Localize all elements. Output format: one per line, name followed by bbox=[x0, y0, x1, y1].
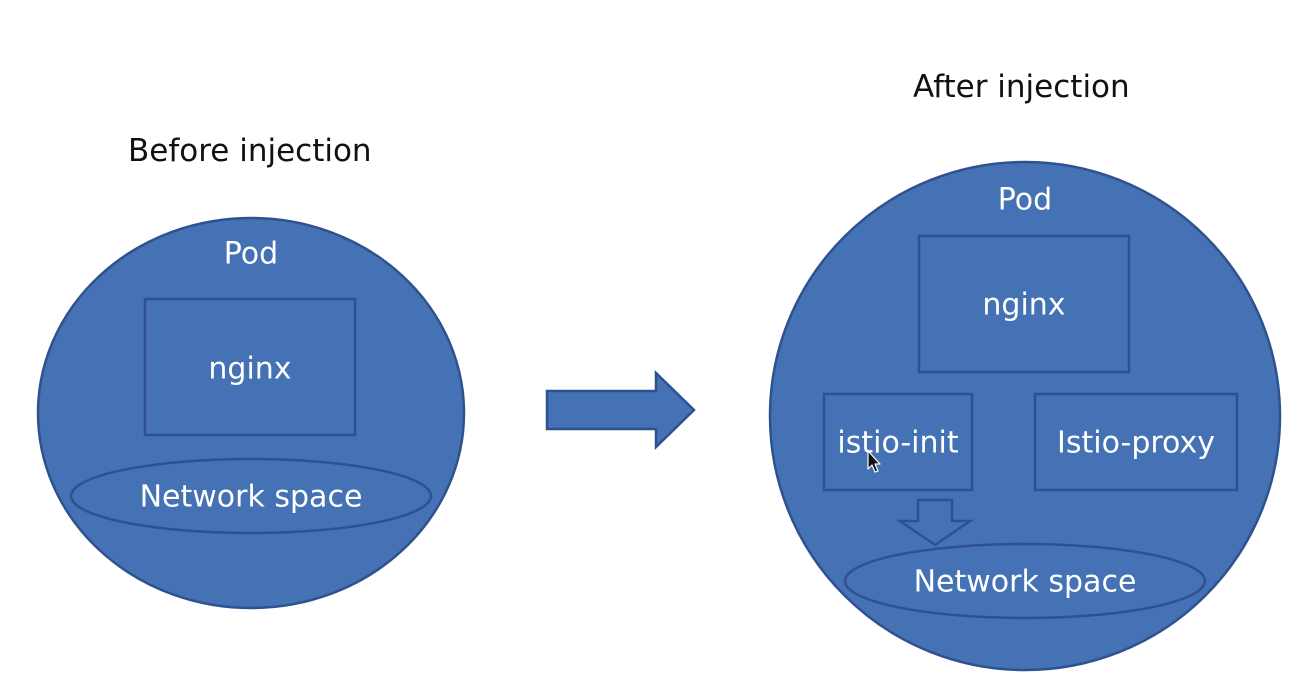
right-arrow-icon bbox=[545, 370, 696, 450]
istio-proxy-container bbox=[1033, 392, 1239, 492]
after-nginx-label: nginx bbox=[982, 288, 1065, 323]
down-arrow-icon bbox=[895, 498, 975, 547]
after-injection-heading: After injection bbox=[913, 69, 1130, 105]
before-pod-label: Pod bbox=[224, 237, 278, 272]
after-network-space-ellipse bbox=[843, 542, 1207, 620]
after-pod-circle bbox=[768, 160, 1282, 672]
before-pod-group: Pod nginx Network space bbox=[36, 216, 466, 610]
after-pod-group: Pod nginx istio-init Istio-proxy Network… bbox=[768, 160, 1282, 672]
before-network-space-ellipse bbox=[69, 457, 433, 535]
before-injection-heading: Before injection bbox=[128, 133, 372, 169]
mouse-pointer-icon bbox=[867, 450, 881, 473]
before-nginx-label: nginx bbox=[208, 352, 291, 387]
before-network-space-label: Network space bbox=[140, 480, 363, 515]
istio-proxy-label: Istio-proxy bbox=[1057, 426, 1215, 461]
after-nginx-container bbox=[917, 234, 1131, 374]
istio-init-label: istio-init bbox=[837, 426, 958, 461]
before-nginx-container bbox=[143, 297, 357, 437]
istio-init-container bbox=[822, 392, 974, 492]
after-pod-label: Pod bbox=[998, 183, 1052, 218]
after-network-space-label: Network space bbox=[914, 565, 1137, 600]
